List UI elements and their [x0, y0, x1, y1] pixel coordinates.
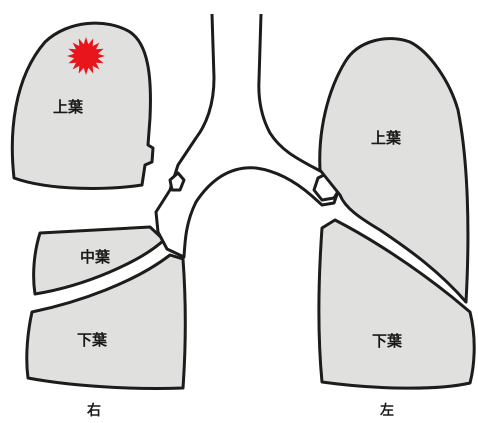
label-left-lower-lobe: 下葉	[372, 332, 403, 350]
label-right-middle-lobe: 中葉	[80, 248, 111, 266]
airway	[156, 14, 342, 257]
tumor-starburst-icon	[67, 37, 105, 75]
trachea-bronchi	[156, 14, 342, 257]
label-right-lower-lobe: 下葉	[77, 331, 108, 349]
label-right-upper-lobe: 上葉	[53, 98, 84, 116]
label-left-side: 左	[379, 402, 394, 419]
label-right-side: 右	[86, 402, 101, 419]
label-left-upper-lobe: 上葉	[371, 129, 402, 147]
right-bronchus-cuff	[170, 173, 184, 190]
